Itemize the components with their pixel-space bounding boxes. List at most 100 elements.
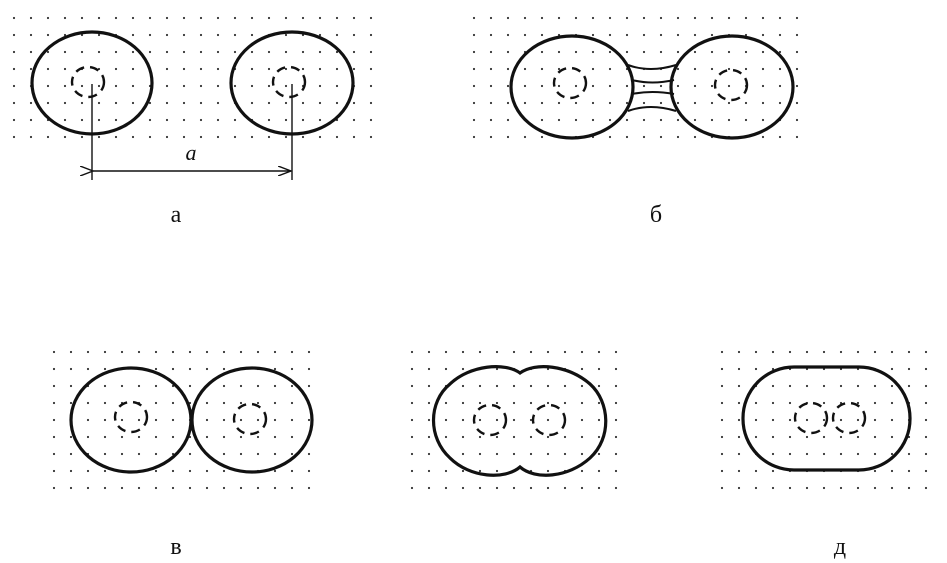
lattice-dot [574,16,578,20]
lattice-dot [580,367,584,371]
lattice-dot [233,84,237,88]
lattice-dot [472,118,476,122]
lattice-dot [873,350,877,354]
lattice-dot [97,84,101,88]
lattice-dot [188,486,192,490]
lattice-dot [369,118,373,122]
lattice-dot [557,16,561,20]
lattice-dot [444,469,448,473]
lattice-dot [290,452,294,456]
lattice-dot [693,67,697,71]
core-right [713,68,749,102]
lattice-dot [693,101,697,105]
lattice-dot [69,384,73,388]
lattice-dot [540,84,544,88]
lattice-dot [563,435,567,439]
lattice-dot [839,435,843,439]
lattice-dot [580,384,584,388]
lattice-dot [489,16,493,20]
lattice-dot [165,101,169,105]
lattice-dot [676,135,680,139]
lattice-dot [216,84,220,88]
lattice-dot [771,486,775,490]
lattice-dot [80,33,84,37]
lattice-dot [222,350,226,354]
lattice-dot [761,118,765,122]
lattice-dot [63,118,67,122]
lattice-dot [472,84,476,88]
lattice-dot [478,435,482,439]
lattice-dot [856,452,860,456]
lattice-dot [614,401,618,405]
lattice-dot [182,135,186,139]
lattice-dot [529,350,533,354]
lattice-dot [839,350,843,354]
lattice-dot [873,469,877,473]
lattice-dot [120,418,124,422]
lattice-dot [131,33,135,37]
lattice-dot [52,418,56,422]
lattice-dot [335,16,339,20]
lattice-dot [205,418,209,422]
lattice-dot [659,50,663,54]
lattice-dot [301,50,305,54]
lattice-dot [284,16,288,20]
lattice-dot [29,118,33,122]
lattice-dot [495,486,499,490]
lattice-dot [506,67,510,71]
lattice-dot [97,118,101,122]
lattice-dot [472,101,476,105]
lattice-dot [427,367,431,371]
lattice-dot [216,118,220,122]
lattice-dot [461,469,465,473]
neck-bridge [631,91,675,95]
lattice-dot [461,452,465,456]
lattice-dot [546,435,550,439]
neck-bridge [631,79,675,84]
lattice-dot [205,486,209,490]
lattice-dot [165,84,169,88]
lattice-dot [761,84,765,88]
lattice-dot [120,384,124,388]
lattice-dot [737,418,741,422]
lattice-dot [529,384,533,388]
lattice-dot [80,135,84,139]
particle-left [509,34,635,140]
lattice-dot [250,67,254,71]
lattice-dot [267,101,271,105]
panel-d: д [741,365,912,560]
lattice-dot [924,486,928,490]
lattice-dot [580,350,584,354]
lattice-dot [97,16,101,20]
lattice-dot [444,435,448,439]
lattice-dot [80,101,84,105]
lattice-dot [546,418,550,422]
lattice-dot [778,33,782,37]
lattice-dot [727,84,731,88]
lattice-dot [352,101,356,105]
lattice-dot [659,33,663,37]
lattice-dot [29,50,33,54]
lattice-dot [614,486,618,490]
lattice-dot [103,486,107,490]
lattice-dot [472,16,476,20]
lattice-dot [778,16,782,20]
lattice-dot [608,84,612,88]
lattice-dot [890,452,894,456]
lattice-dot [86,367,90,371]
lattice-dot [754,350,758,354]
lattice-dot [822,350,826,354]
lattice-dot [335,33,339,37]
lattice-dot [86,401,90,405]
lattice-dot [771,418,775,422]
merged-outline [741,365,912,472]
lattice-dot [137,350,141,354]
lattice-dot [154,469,158,473]
lattice-dot [771,401,775,405]
lattice-dot [614,469,618,473]
lattice-dot [710,118,714,122]
lattice-dot [924,367,928,371]
lattice-dot [114,16,118,20]
lattice-dot [222,401,226,405]
lattice-dot [890,435,894,439]
